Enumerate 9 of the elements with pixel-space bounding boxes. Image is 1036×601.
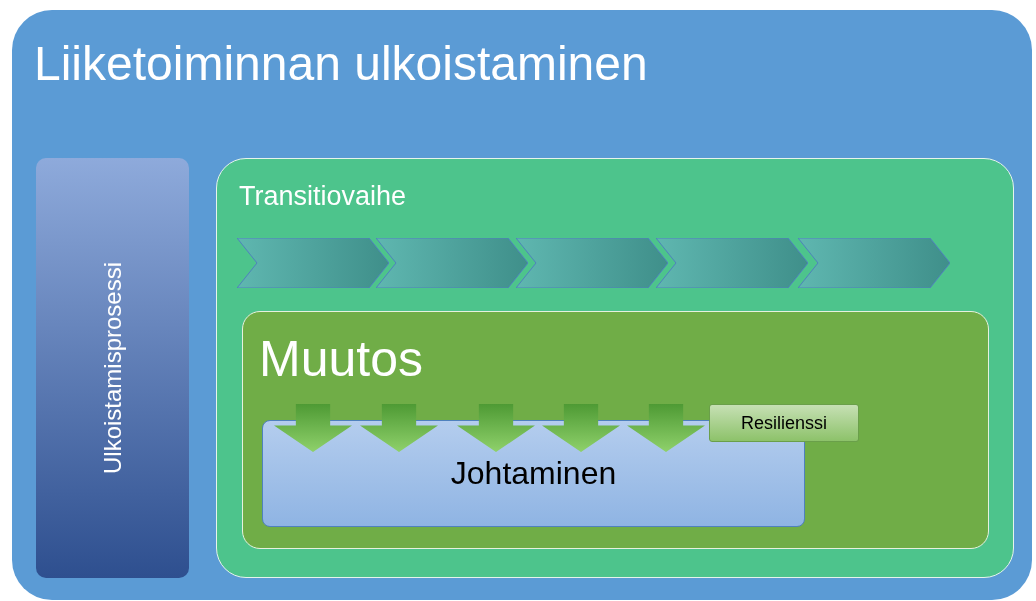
resilience-tag: Resilienssi: [709, 404, 859, 442]
panel-heading: Muutos: [259, 330, 423, 388]
vertical-bar: [36, 158, 189, 578]
change-panel: [242, 311, 989, 549]
vertical-label: Ulkoistamisprosessi: [98, 261, 127, 475]
panel-heading: Transitiovaihe: [239, 181, 407, 212]
panel-title: Liiketoiminnan ulkoistaminen: [34, 36, 648, 91]
outer-panel: [12, 10, 1032, 600]
phase-panel: [216, 158, 1014, 578]
